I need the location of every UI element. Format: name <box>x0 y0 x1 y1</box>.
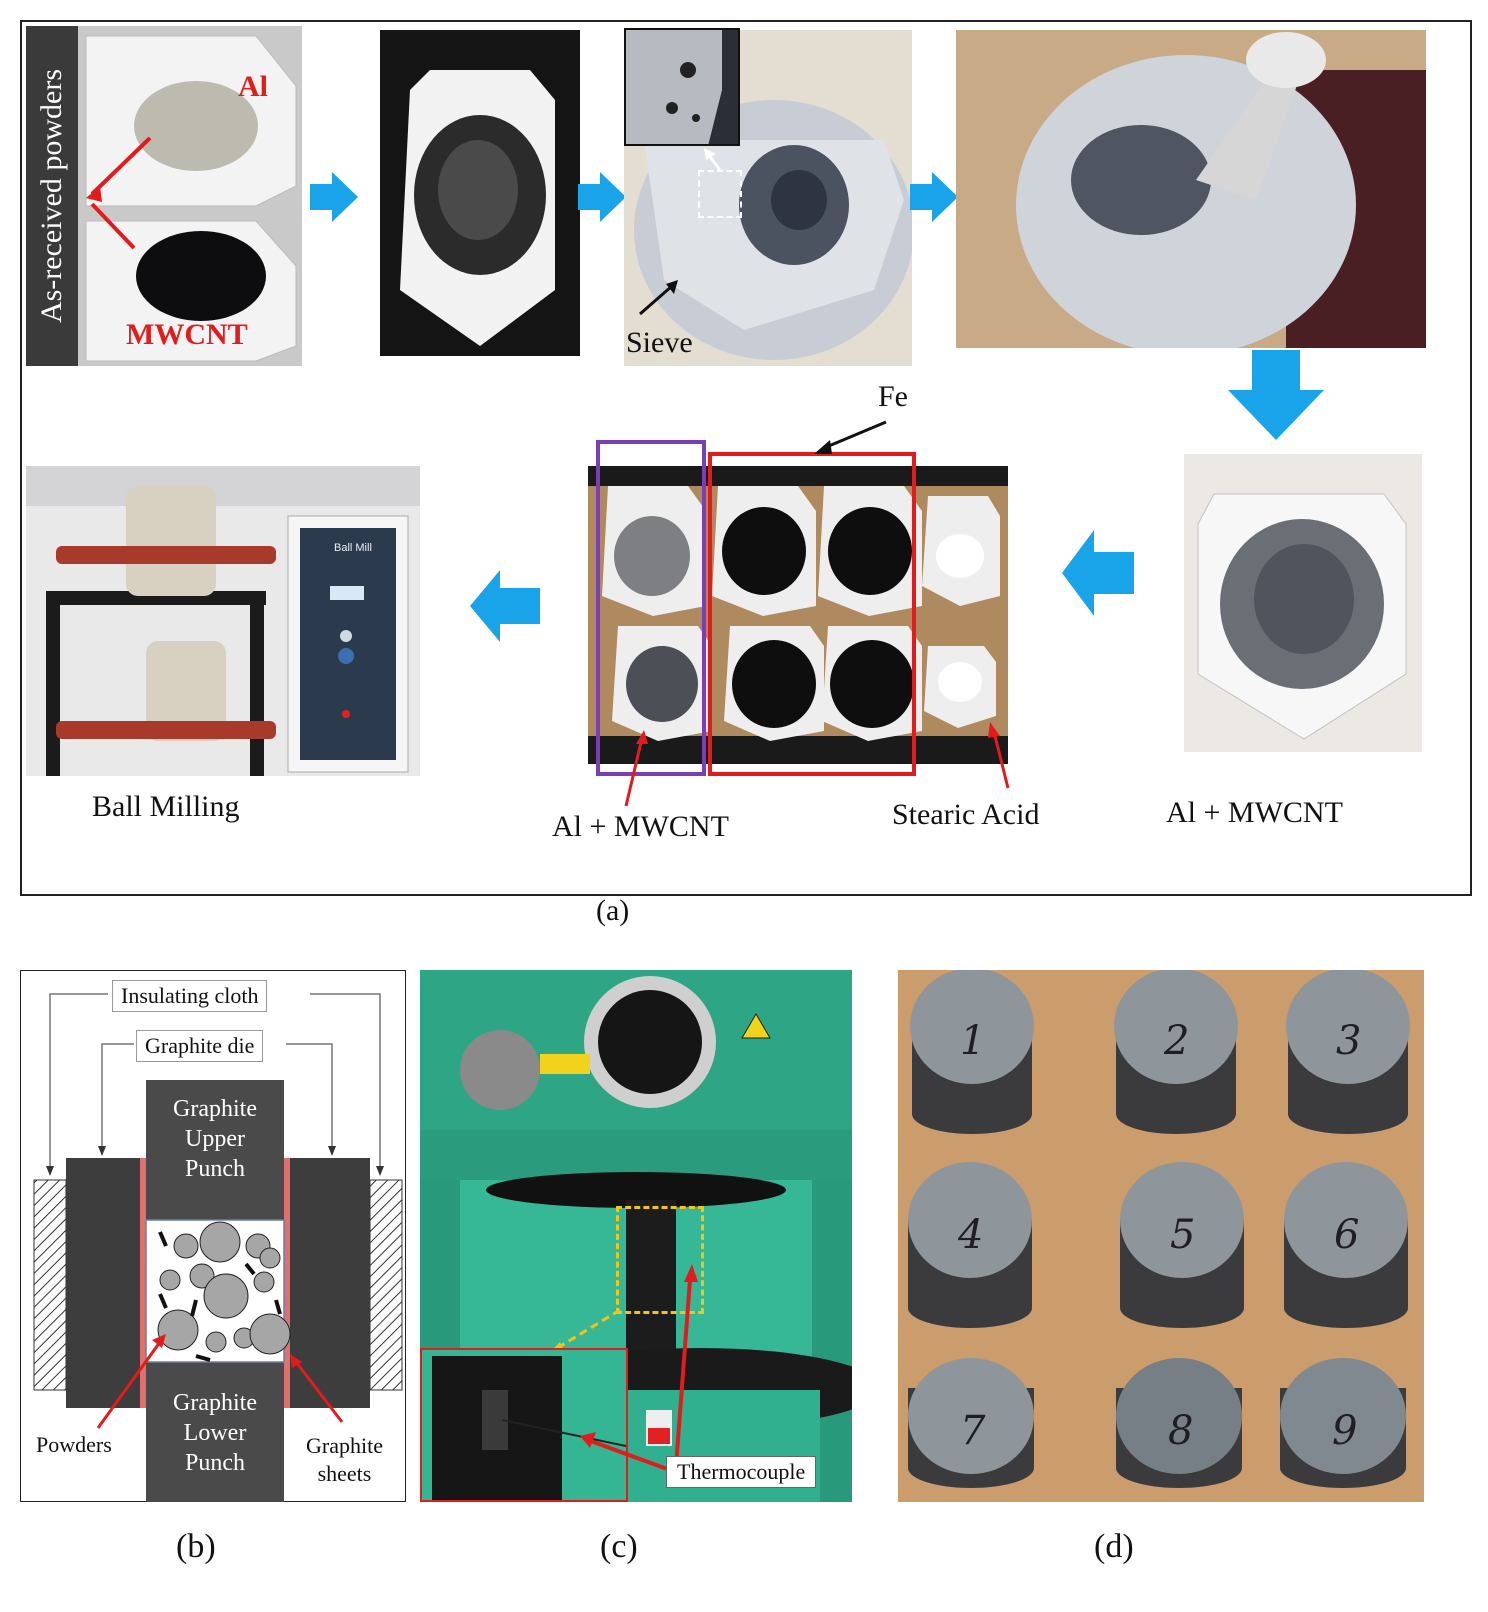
sample-number-1: 1 <box>960 1018 986 1064</box>
sample-number-9: 9 <box>1332 1408 1358 1454</box>
graphite-die-label: Graphite die <box>136 1030 264 1062</box>
sample-number-4: 4 <box>958 1212 984 1258</box>
batch-crucibles-illustration <box>588 466 1008 764</box>
fe-arrow <box>814 420 887 454</box>
flow-arrow-2 <box>578 172 626 222</box>
sample-number-7: 7 <box>960 1408 986 1454</box>
lower-punch-label: Graphite Lower Punch <box>146 1388 284 1478</box>
flow-arrow-1 <box>310 172 358 222</box>
sieve-pointer-arrow <box>639 280 678 316</box>
panel-c-caption: (c) <box>600 1528 638 1565</box>
photo-al-mwcnt-right <box>1184 454 1422 752</box>
zoom-arrow <box>704 148 722 171</box>
ball-mill-screen-label: Ball Mill <box>334 542 372 554</box>
samples-illustration <box>898 970 1424 1502</box>
panel-a-caption: (a) <box>596 894 630 927</box>
photo-sieving-process <box>956 30 1426 348</box>
graphite-sheets-line-2: sheets <box>317 1461 372 1486</box>
flow-arrow-3 <box>910 172 958 222</box>
al-mwcnt-mid-arrow <box>624 730 648 807</box>
graphite-sheets-line-1: Graphite <box>306 1433 383 1458</box>
al-mwcnt-right-label: Al + MWCNT <box>1166 796 1343 829</box>
sps-die-schematic <box>33 993 403 1502</box>
sample-number-2: 2 <box>1164 1018 1190 1064</box>
photo-mixed-powder <box>380 30 580 356</box>
al-mwcnt-arrows <box>86 136 152 250</box>
al-mwcnt-right-illustration <box>1184 454 1422 752</box>
sample-number-8: 8 <box>1168 1408 1194 1454</box>
ball-mill-illustration <box>26 466 420 776</box>
panel-a-frame <box>20 20 1472 896</box>
sieve-illustration <box>624 30 912 366</box>
sample-number-6: 6 <box>1334 1212 1360 1258</box>
photo-sieve <box>624 30 912 366</box>
lower-punch-line-1: Graphite <box>173 1390 257 1416</box>
flow-arrow-down <box>1228 350 1324 440</box>
upper-punch-label: Graphite Upper Punch <box>146 1094 284 1184</box>
fe-label: Fe <box>878 380 908 413</box>
thermocouple-inset <box>420 1348 628 1502</box>
sieving-illustration <box>956 30 1426 348</box>
sample-number-3: 3 <box>1336 1018 1362 1064</box>
photo-ball-mill <box>26 466 420 776</box>
upper-punch-line-1: Graphite <box>173 1096 257 1122</box>
sieve-inset <box>624 28 740 146</box>
thermocouple-arrows <box>580 1264 698 1472</box>
mixed-powder-illustration <box>380 30 580 356</box>
sample-number-5: 5 <box>1170 1212 1196 1258</box>
sieve-label: Sieve <box>626 326 693 359</box>
red-box-fe <box>708 452 916 776</box>
thermocouple-inset-illustration <box>422 1350 626 1500</box>
thermocouple-label: Thermocouple <box>666 1456 817 1488</box>
flow-arrow-left-1 <box>1062 530 1134 616</box>
al-mwcnt-mid-label: Al + MWCNT <box>552 810 729 843</box>
purple-box-al-mwcnt <box>596 440 706 776</box>
lower-punch-line-3: Punch <box>185 1450 245 1476</box>
insulating-cloth-label: Insulating cloth <box>112 980 268 1012</box>
lower-punch-line-2: Lower <box>183 1420 247 1446</box>
sieve-inset-illustration <box>626 30 738 144</box>
stearic-acid-label: Stearic Acid <box>892 798 1040 831</box>
as-received-label-bar <box>26 26 78 366</box>
thermocouple-zoom-box <box>616 1206 704 1314</box>
panel-b-caption: (b) <box>176 1528 216 1565</box>
upper-punch-line-3: Punch <box>185 1156 245 1182</box>
ball-milling-label: Ball Milling <box>92 790 240 823</box>
panel-d-caption: (d) <box>1094 1528 1134 1565</box>
mwcnt-label: MWCNT <box>126 318 248 351</box>
photo-batch-crucibles <box>588 466 1008 764</box>
sieve-zoom-box <box>698 170 742 218</box>
stearic-acid-arrow <box>988 722 1010 789</box>
al-label: Al <box>238 70 268 103</box>
powders-label: Powders <box>36 1432 112 1457</box>
flow-arrow-left-2 <box>470 570 540 642</box>
photo-sintered-samples <box>898 970 1424 1502</box>
graphite-sheets-label: Graphite sheets <box>306 1432 383 1488</box>
upper-punch-line-2: Upper <box>185 1126 245 1152</box>
